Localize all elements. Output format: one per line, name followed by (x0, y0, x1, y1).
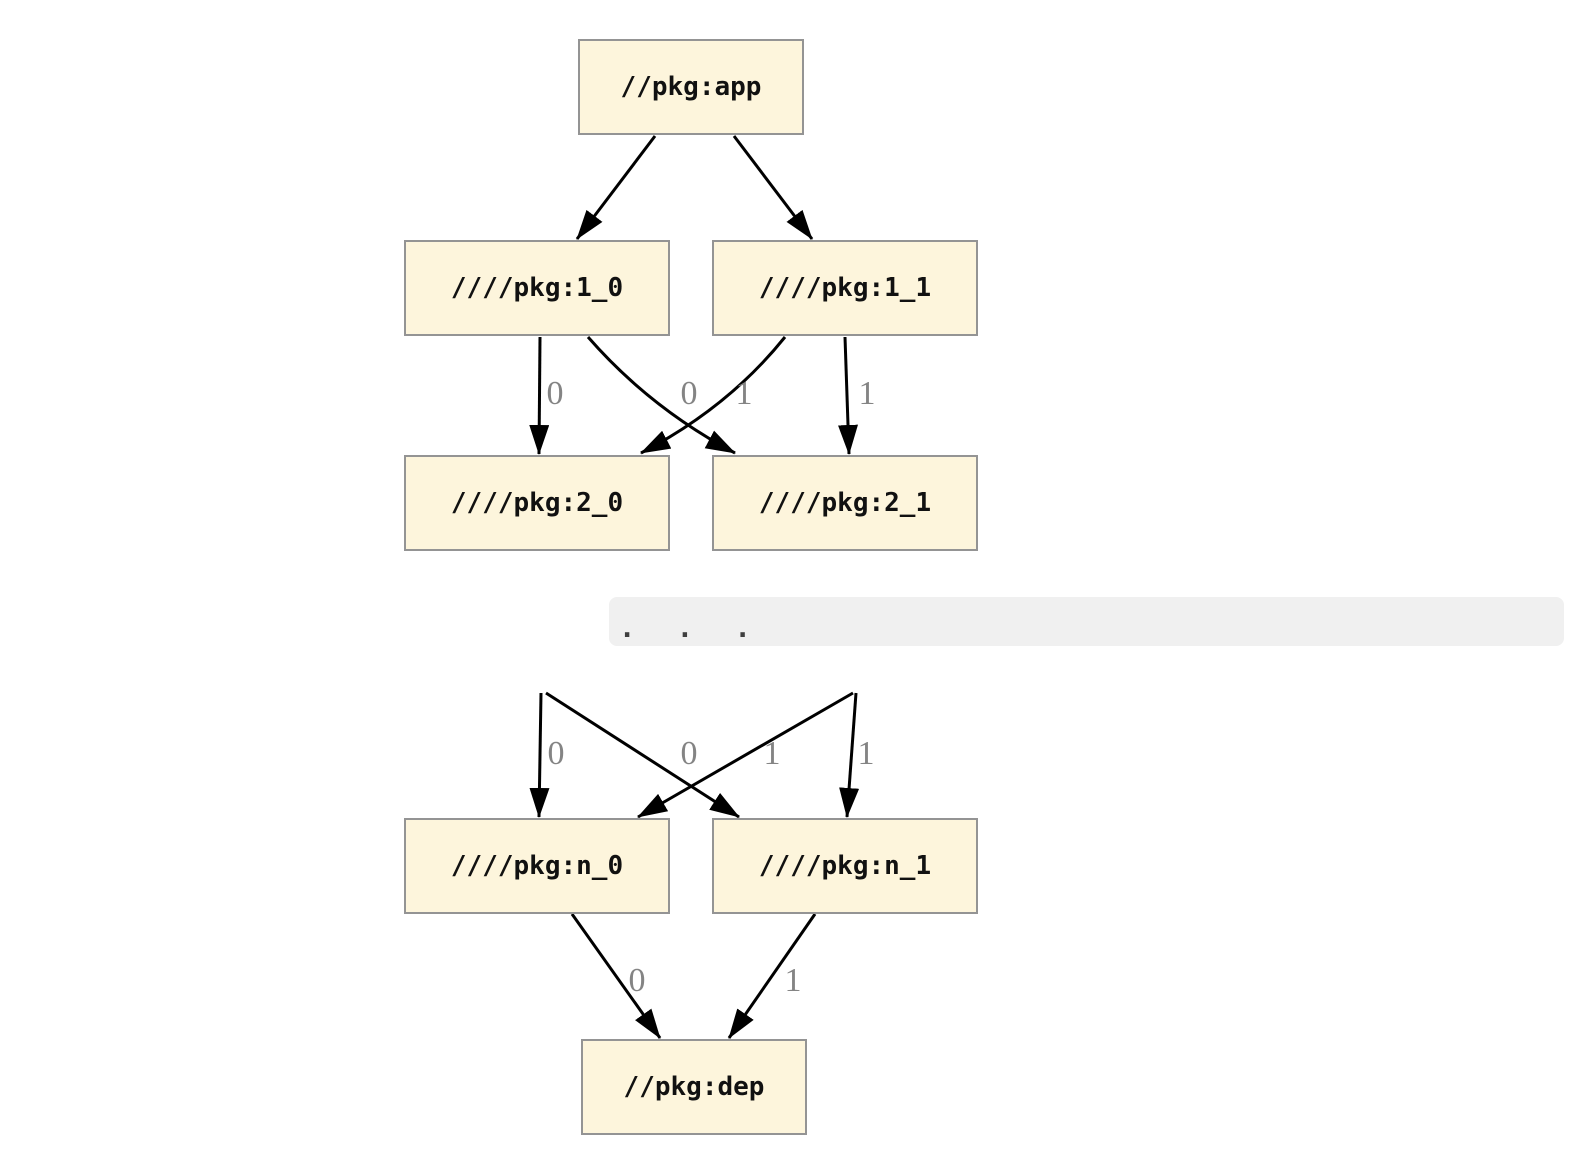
edge-…-to-vn_0 (637, 691, 854, 819)
graph-node-app: //pkg:app (578, 39, 804, 135)
edge-label: 1 (764, 735, 781, 772)
edge-…-to-vn_1 (545, 691, 740, 819)
graph-node-v2_1: ////pkg:2_1 (712, 455, 978, 551)
edge-vn_1-to-dep (727, 913, 817, 1039)
edge-label: 0 (548, 735, 565, 772)
edge-v1_0-to-v2_1 (586, 336, 736, 455)
edge-label: 1 (858, 735, 875, 772)
graph-node-v2_0: ////pkg:2_0 (404, 455, 670, 551)
edge-v1_1-to-v2_0 (640, 336, 787, 455)
edge-label: 0 (629, 962, 646, 999)
edge-v1_0-to-v2_0 (529, 336, 550, 455)
graph-node-v1_0: ////pkg:1_0 (404, 240, 670, 336)
graph-node-dep: //pkg:dep (581, 1039, 807, 1135)
edge-v1_1-to-v2_1 (838, 336, 859, 455)
edge-label: 1 (859, 375, 876, 412)
edge-vn_0-to-dep (570, 913, 662, 1039)
graph-node-vn_1: ////pkg:n_1 (712, 818, 978, 914)
edge-app-to-v1_0 (575, 135, 657, 240)
edge-…-to-vn_1 (839, 692, 860, 818)
graph-node-vn_0: ////pkg:n_0 (404, 818, 670, 914)
ellipsis-band: . . . (609, 597, 1564, 646)
edge-label: 0 (681, 375, 698, 412)
graph-node-v1_1: ////pkg:1_1 (712, 240, 978, 336)
edge-label: 1 (785, 962, 802, 999)
ellipsis-text: . . . (619, 613, 754, 644)
edge-app-to-v1_1 (732, 135, 814, 240)
edge-label: 0 (547, 375, 564, 412)
edge-label: 0 (681, 735, 698, 772)
edge-label: 1 (736, 375, 753, 412)
edge-…-to-vn_0 (529, 692, 550, 818)
